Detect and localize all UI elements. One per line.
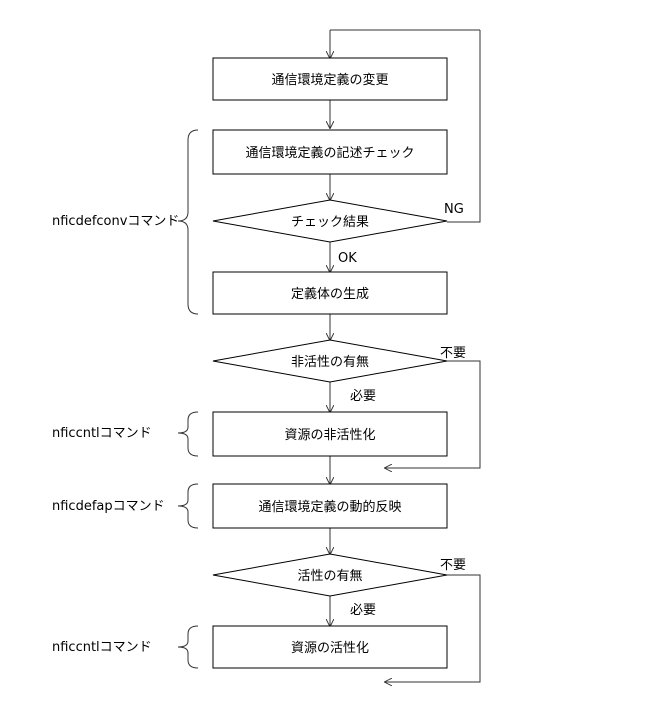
edge-label-ng: NG <box>444 202 464 217</box>
step-deactivate-resource-label: 資源の非活性化 <box>284 428 375 443</box>
edge-label-needed-2: 必要 <box>350 603 376 618</box>
arrow-not-needed-1 <box>385 360 481 468</box>
decision-deactivate-needed-label: 非活性の有無 <box>291 355 369 370</box>
step-syntax-check <box>212 129 448 175</box>
brace-nficcntl-2 <box>177 625 199 669</box>
edge-label-not-needed-1: 不要 <box>440 346 466 361</box>
decision-check-result-label: チェック結果 <box>291 215 369 230</box>
edge-label-ok: OK <box>338 251 357 266</box>
arrow-not-needed-2 <box>385 574 481 682</box>
step-activate-resource <box>212 625 448 669</box>
brace-nficdefap <box>177 483 199 529</box>
label-nficdefap-command: nficdefapコマンド <box>52 499 165 514</box>
decision-activate-needed <box>212 553 448 597</box>
label-nficcntl-command-1: nficcntlコマンド <box>52 426 152 441</box>
ng-loop-line <box>447 30 481 223</box>
step-generate-definition-label: 定義体の生成 <box>291 286 369 302</box>
step-syntax-check-label: 通信環境定義の記述チェック <box>245 145 414 161</box>
decision-activate-needed-label: 活性の有無 <box>297 569 362 584</box>
decision-deactivate-needed <box>212 339 448 383</box>
brace-nficdefconv <box>177 129 199 315</box>
label-nficdefconv-command: nficdefconvコマンド <box>52 214 179 229</box>
step-deactivate-resource <box>212 411 448 457</box>
edge-label-needed-1: 必要 <box>350 389 376 404</box>
step-activate-resource-label: 資源の活性化 <box>291 641 369 656</box>
step-change-definition <box>212 57 448 101</box>
step-dynamic-reflect <box>212 483 448 529</box>
decision-check-result <box>212 199 448 243</box>
brace-nficcntl-1 <box>177 411 199 457</box>
step-generate-definition <box>212 271 448 315</box>
step-change-definition-label: 通信環境定義の変更 <box>271 72 388 88</box>
edge-label-not-needed-2: 不要 <box>440 558 466 573</box>
label-nficcntl-command-2: nficcntlコマンド <box>52 640 152 655</box>
step-dynamic-reflect-label: 通信環境定義の動的反映 <box>258 499 401 515</box>
